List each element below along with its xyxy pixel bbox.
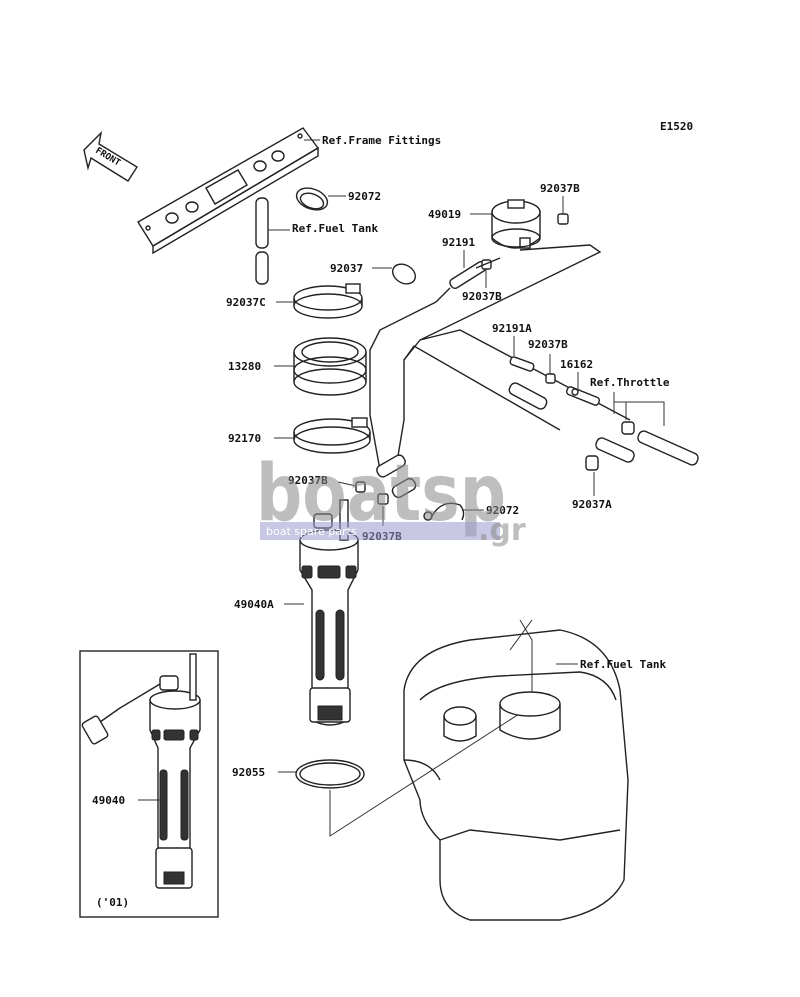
front-arrow-icon: FRONT (83, 130, 138, 182)
clamp-92037 (391, 263, 417, 285)
part-13280-label: 13280 (228, 360, 261, 373)
ref-frame-fittings-label: Ref.Frame Fittings (322, 134, 441, 147)
part-92037B-top-label: 92037B (540, 182, 580, 195)
fuel-tank (403, 629, 629, 921)
throttle-hoses (595, 421, 699, 466)
part-16162-label: 16162 (560, 358, 593, 371)
part-92037B-right-label: 92037B (528, 338, 568, 351)
boot-13280 (293, 337, 367, 396)
valve-16162 (565, 386, 601, 406)
fuel-filter-49019 (491, 199, 541, 249)
clamp-92037B-top (557, 213, 569, 225)
short-hose-lower (255, 251, 269, 285)
clamp-92037A (585, 455, 599, 471)
inset-box (79, 650, 219, 918)
part-92072-bottom-label: 92072 (486, 504, 519, 517)
clamp-92037C (293, 283, 363, 319)
hose-segment-mid (508, 382, 548, 410)
clamp-92037B-lower (377, 493, 389, 505)
part-92191A-label: 92191A (492, 322, 532, 335)
part-92037B-left-label: 92037B (288, 474, 328, 487)
watermark-tagline: boat spare parts (266, 525, 357, 538)
part-49040A-label: 49040A (234, 598, 274, 611)
clamp-92072-top (295, 187, 329, 211)
diagram-code: E1520 (660, 120, 693, 133)
part-92055-label: 92055 (232, 766, 265, 779)
part-92037-label: 92037 (330, 262, 363, 275)
ref-fuel-tank-hose-label: Ref.Fuel Tank (292, 222, 378, 235)
part-92170-label: 92170 (228, 432, 261, 445)
part-49040-label: 49040 (92, 794, 125, 807)
part-92072-top-label: 92072 (348, 190, 381, 203)
part-92037C-label: 92037C (226, 296, 266, 309)
short-hose-upper (255, 197, 269, 249)
part-49019-label: 49019 (428, 208, 461, 221)
part-92191-label: 92191 (442, 236, 475, 249)
pump-inlet-hoses (376, 454, 417, 499)
watermark-domain: .gr (478, 513, 526, 548)
ref-fuel-tank-main-label: Ref.Fuel Tank (580, 658, 666, 671)
o-ring-92055 (295, 759, 365, 789)
watermark-logo: boatsp boat spare parts .gr (256, 449, 526, 548)
ref-throttle-label: Ref.Throttle (590, 376, 670, 389)
clamp-92037B-right (545, 373, 556, 384)
part-92037A-label: 92037A (572, 498, 612, 511)
clamp-92170 (293, 417, 371, 454)
inset-note: ('01) (96, 896, 129, 909)
fuel-pump-49040 (81, 653, 201, 889)
part-92037B-mid-label: 92037B (462, 290, 502, 303)
hose-92191A (509, 356, 535, 372)
clamp-92037B-left (355, 481, 366, 493)
frame-fitting-plate (137, 127, 320, 255)
clamp-92072-bottom (423, 502, 465, 521)
